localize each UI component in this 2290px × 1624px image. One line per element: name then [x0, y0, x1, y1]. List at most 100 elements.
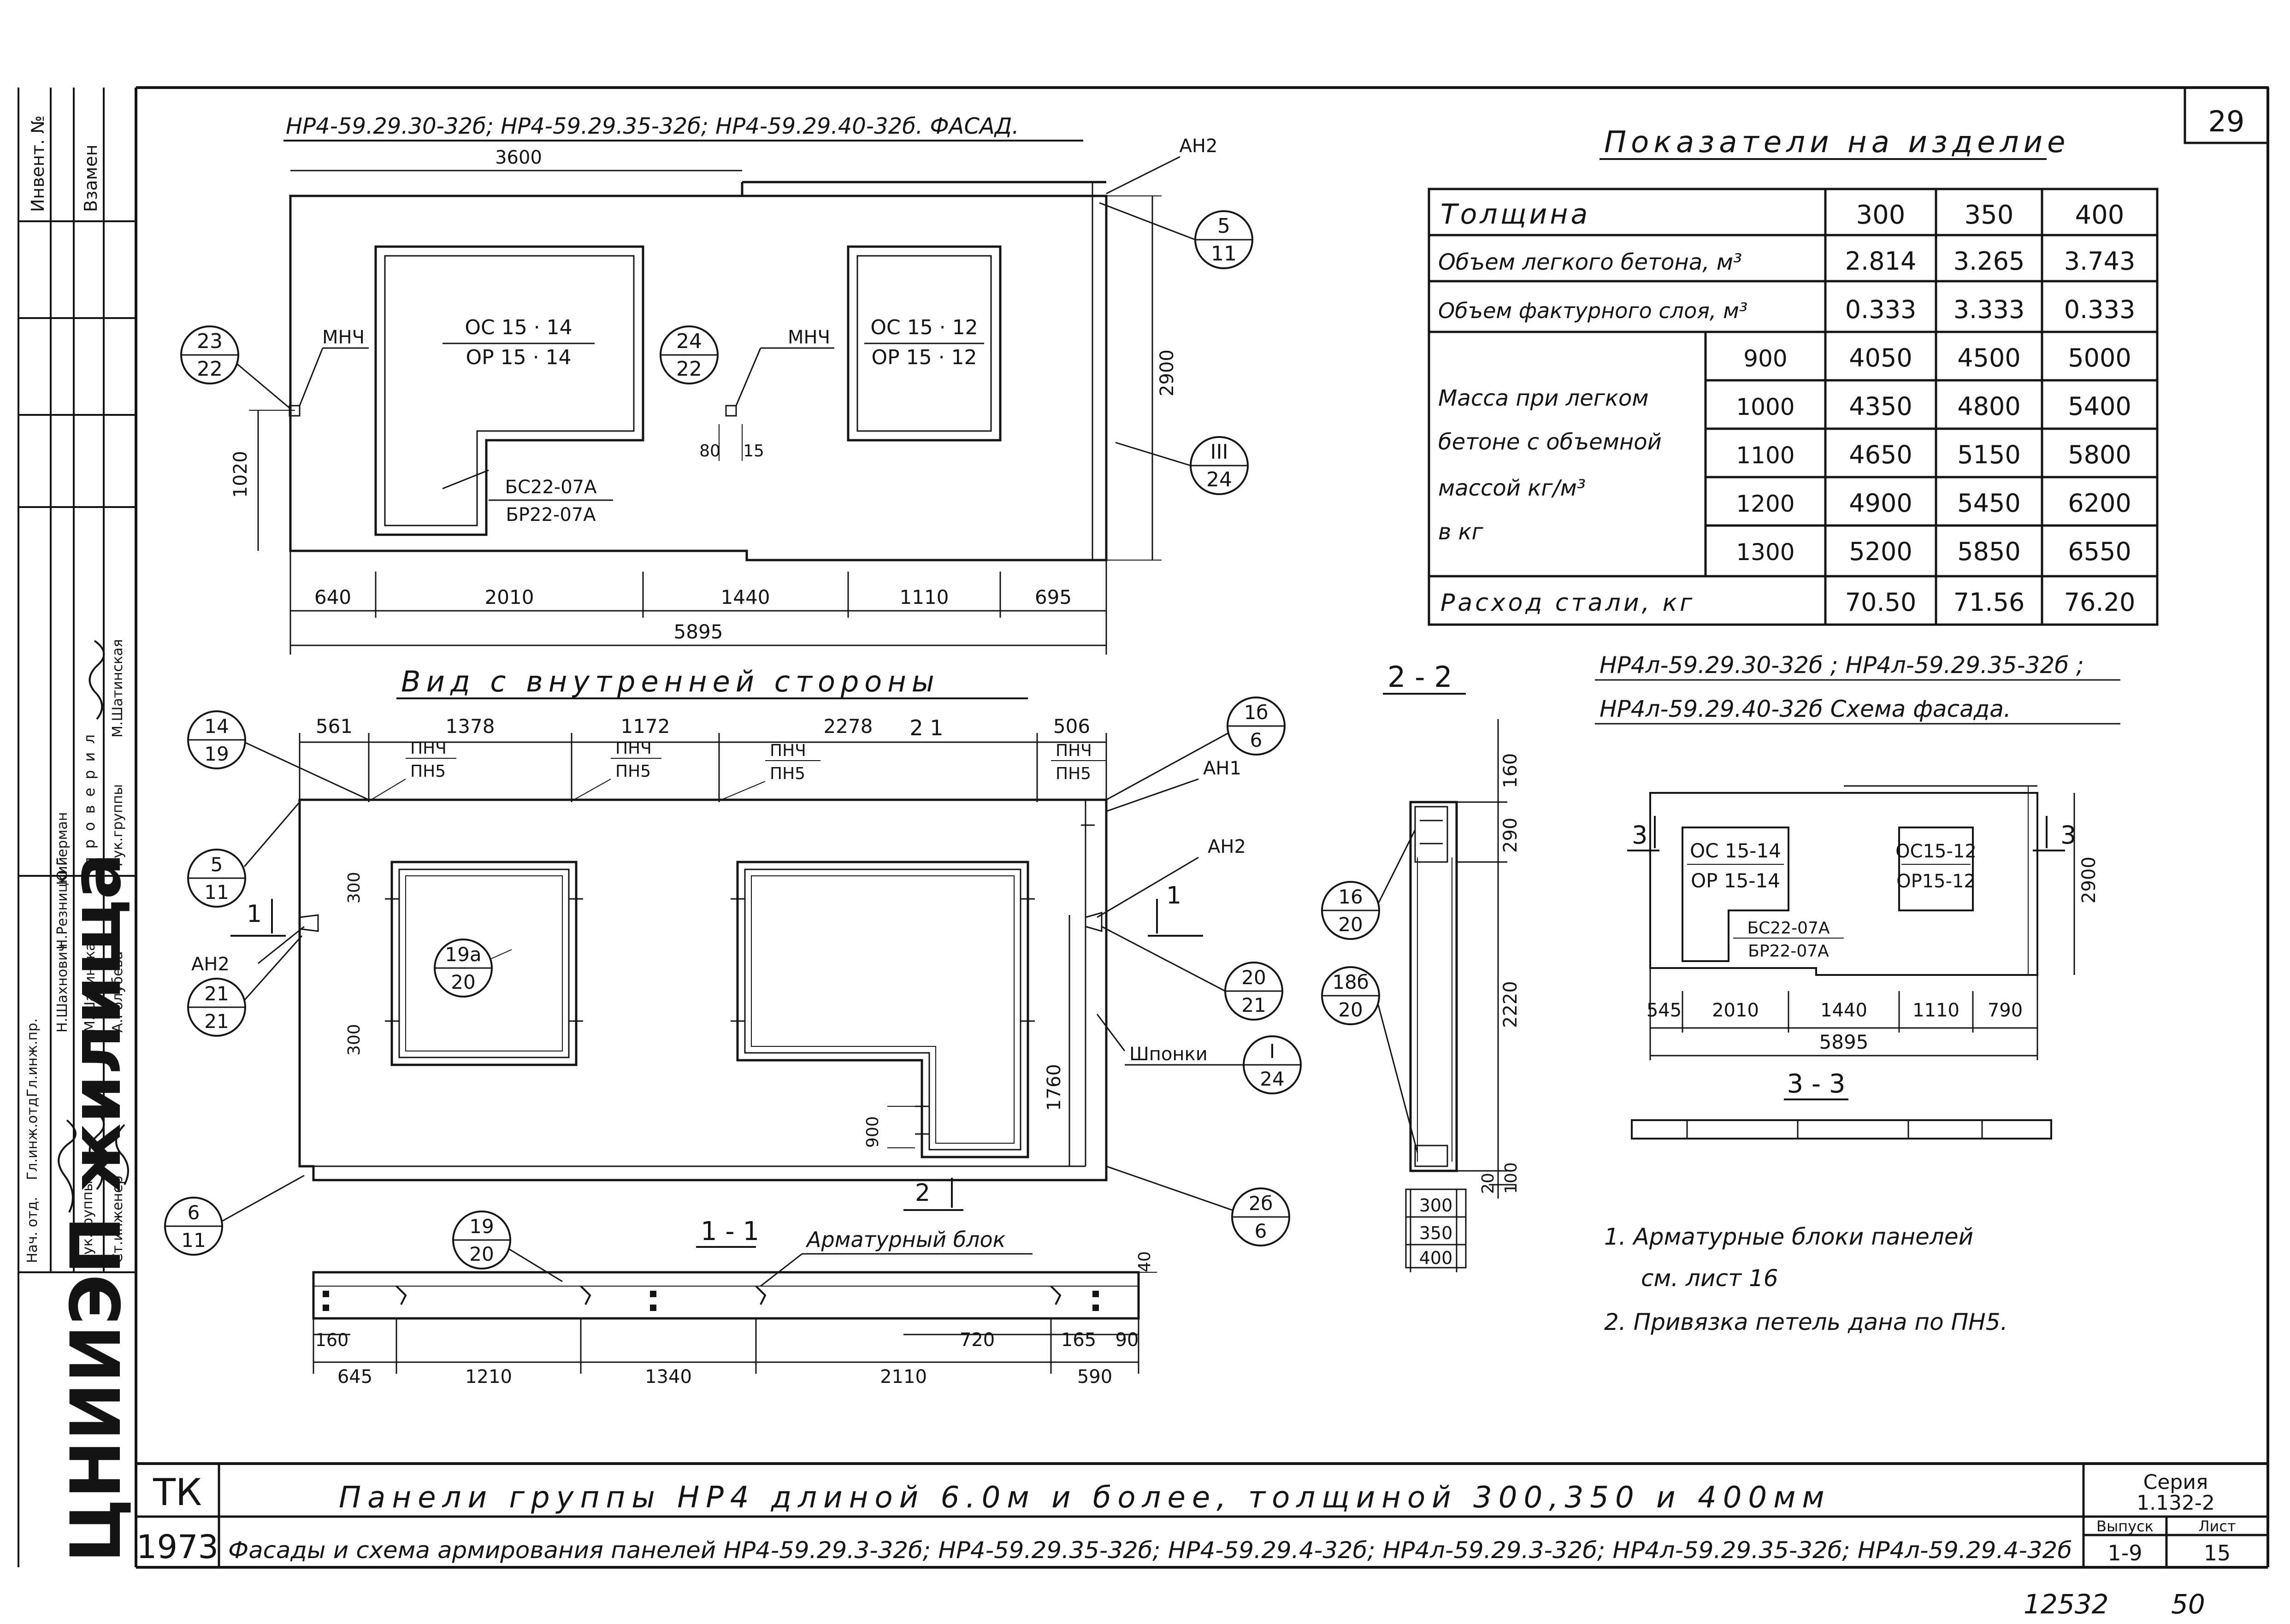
facade-dim-2900: 2900	[1157, 349, 1178, 396]
side-name-4: М.Шатинская	[82, 934, 98, 1033]
svg-text:5: 5	[1217, 214, 1230, 238]
table-mass-label-2: бетоне с объемной	[1438, 429, 1662, 455]
section-11-callout-19-20: 19 20	[452, 1211, 563, 1282]
inner-cut-1-left: 1	[247, 900, 262, 928]
inner-view-drawing: Вид с внутренней стороны 561 1378 1172 2…	[164, 665, 1302, 1256]
svg-text:6: 6	[1250, 729, 1263, 751]
bottom-note: 12532	[2024, 1589, 2109, 1620]
section-22-dim-290: 290	[1500, 818, 1521, 853]
section-11-dim-40: 40	[1135, 1251, 1154, 1272]
table-steel-label: Расход стали, кг	[1440, 589, 1695, 617]
section-11-label: Арматурный блок	[805, 1227, 1006, 1252]
sheet-frame	[135, 86, 2269, 1569]
scheme-dim-2900: 2900	[2078, 856, 2100, 904]
facade-dim-695: 695	[1035, 586, 1072, 608]
table-row-1-v3: 3.743	[2064, 247, 2136, 276]
sheet-number: 29	[2208, 105, 2245, 138]
svg-text:5000: 5000	[2068, 343, 2131, 372]
inner-window-2	[736, 861, 1029, 1158]
svg-text:20: 20	[1338, 998, 1363, 1021]
facade-door-bottom: БР22-07А	[506, 504, 596, 526]
table-mass-row-1100: 1100 4650 5150 5800	[1736, 440, 2131, 469]
note-1-cont: см. лист 16	[1641, 1265, 1778, 1292]
inner-window-1	[390, 861, 578, 1066]
inner-panel	[298, 798, 1108, 1181]
title-block: ТК 1973 Панели группы НР4 длиной 6.0м и …	[136, 1464, 2268, 1567]
scheme-title-2: НР4л-59.29.40-32б Схема фасада.	[1599, 696, 2011, 722]
side-role-3: Гл.инж.пр.	[24, 1018, 41, 1097]
table-row-2-v1: 0.333	[1845, 295, 1917, 324]
inner-callout-5-11: 5 11	[187, 802, 301, 908]
signature-1	[58, 1119, 77, 1213]
scheme-dim-1110: 1110	[1912, 1000, 1959, 1021]
signature-4	[89, 640, 105, 720]
section-22-th-350: 350	[1419, 1223, 1453, 1243]
svg-text:20: 20	[451, 971, 475, 993]
side-inv-label: Инвент. №	[28, 115, 48, 212]
inner-callout-20-21: 20 21	[1101, 926, 1283, 1021]
facade-mnch-1: МНЧ	[322, 327, 365, 348]
section-22-th-300: 300	[1419, 1195, 1453, 1216]
facade-mnch-2: МНЧ	[788, 327, 830, 348]
facade-callout-5-11: 5 11	[1099, 202, 1253, 269]
inner-dim-561: 561	[316, 715, 353, 738]
stamp-year: 1973	[136, 1528, 218, 1566]
stamp-title-2: Фасады и схема армирования панелей НР4-5…	[228, 1537, 2072, 1564]
side-name-5: А.Голубева	[110, 951, 126, 1033]
inner-dim-1378: 1378	[446, 715, 495, 738]
side-role-5: Ст.инженер	[110, 1175, 126, 1263]
stamp-series-value: 1.132-2	[2137, 1491, 2215, 1515]
table-mass-label-4: в кг	[1438, 519, 1484, 545]
svg-text:1000: 1000	[1736, 394, 1794, 420]
side-stamp: Инвент. № Взамен Нач. отд. Гл.инж.отд. Г…	[18, 88, 136, 1567]
svg-text:5400: 5400	[2068, 392, 2131, 421]
table-head-label: Толщина	[1440, 198, 1590, 230]
facade-window-2-bottom: ОР 15 · 12	[871, 346, 977, 369]
facade-dim-total: 5895	[674, 620, 723, 643]
inner-callout-14-19: 14 19	[187, 710, 369, 801]
section-22-callout-16-20: 16 20	[1321, 829, 1416, 940]
side-check-name: М.Шатинская	[110, 639, 126, 738]
side-name-1: Н.Шахнович	[54, 944, 71, 1033]
indicators-table: Показатели на изделие Толщина 300 350 40…	[1428, 125, 2159, 626]
side-replace-label: Взамен	[81, 145, 101, 212]
svg-text:11: 11	[204, 881, 229, 904]
facade-callout-III-24: III 24	[1115, 436, 1249, 495]
table-mass-label-1: Масса при легком	[1438, 385, 1649, 411]
section-11-dim-165: 165	[1061, 1329, 1096, 1351]
facade-dim-640: 640	[314, 586, 351, 608]
inner-dim-1172: 1172	[621, 715, 670, 738]
table-row-1-v2: 3.265	[1954, 247, 2025, 276]
svg-text:23: 23	[197, 330, 223, 353]
inner-an2-left-label: АН2	[191, 954, 230, 975]
facade-an2-label: АН2	[1180, 136, 1218, 157]
table-row-1-v1: 2.814	[1845, 247, 1917, 276]
inner-shponki-label: Шпонки	[1129, 1044, 1208, 1065]
section-22-th-400: 400	[1419, 1248, 1453, 1268]
svg-text:14: 14	[204, 715, 229, 738]
facade-title: НР4-59.29.30-32б; НР4-59.29.35-32б; НР4-…	[286, 113, 1019, 139]
inner-dim-2278: 2278	[824, 715, 873, 738]
inner-an1-label: АН1	[1203, 758, 1241, 779]
svg-text:22: 22	[197, 357, 223, 381]
facade-dim-1020: 1020	[230, 451, 251, 498]
section-22-dim-2220: 2220	[1500, 981, 1521, 1028]
facade-dim-3600: 3600	[495, 147, 542, 168]
scheme-door-top: БС22-07А	[1747, 919, 1830, 938]
facade-scheme: НР4л-59.29.30-32б ; НР4л-59.29.35-32б ; …	[1595, 652, 2120, 1140]
inner-cut-2-bottom: 2	[915, 1179, 930, 1207]
facade-callout-24-22: 24 22	[660, 325, 719, 384]
svg-text:4650: 4650	[1849, 440, 1912, 469]
section-11-body	[312, 1271, 1140, 1320]
section-11-dim-590: 590	[1077, 1366, 1112, 1388]
stamp-list-value: 15	[2204, 1541, 2231, 1565]
facade-door-top: БС22-07А	[505, 477, 597, 498]
facade-window-2-top: ОС 15 · 12	[870, 316, 978, 339]
inner-callout-2b-6: 2б 6	[1106, 1165, 1290, 1246]
section-22-title: 2 - 2	[1387, 660, 1452, 694]
scheme-section-body	[1631, 1119, 2052, 1140]
section-11-dim-645: 645	[337, 1366, 372, 1388]
svg-text:22: 22	[676, 357, 702, 381]
side-check: проверил	[81, 726, 98, 867]
